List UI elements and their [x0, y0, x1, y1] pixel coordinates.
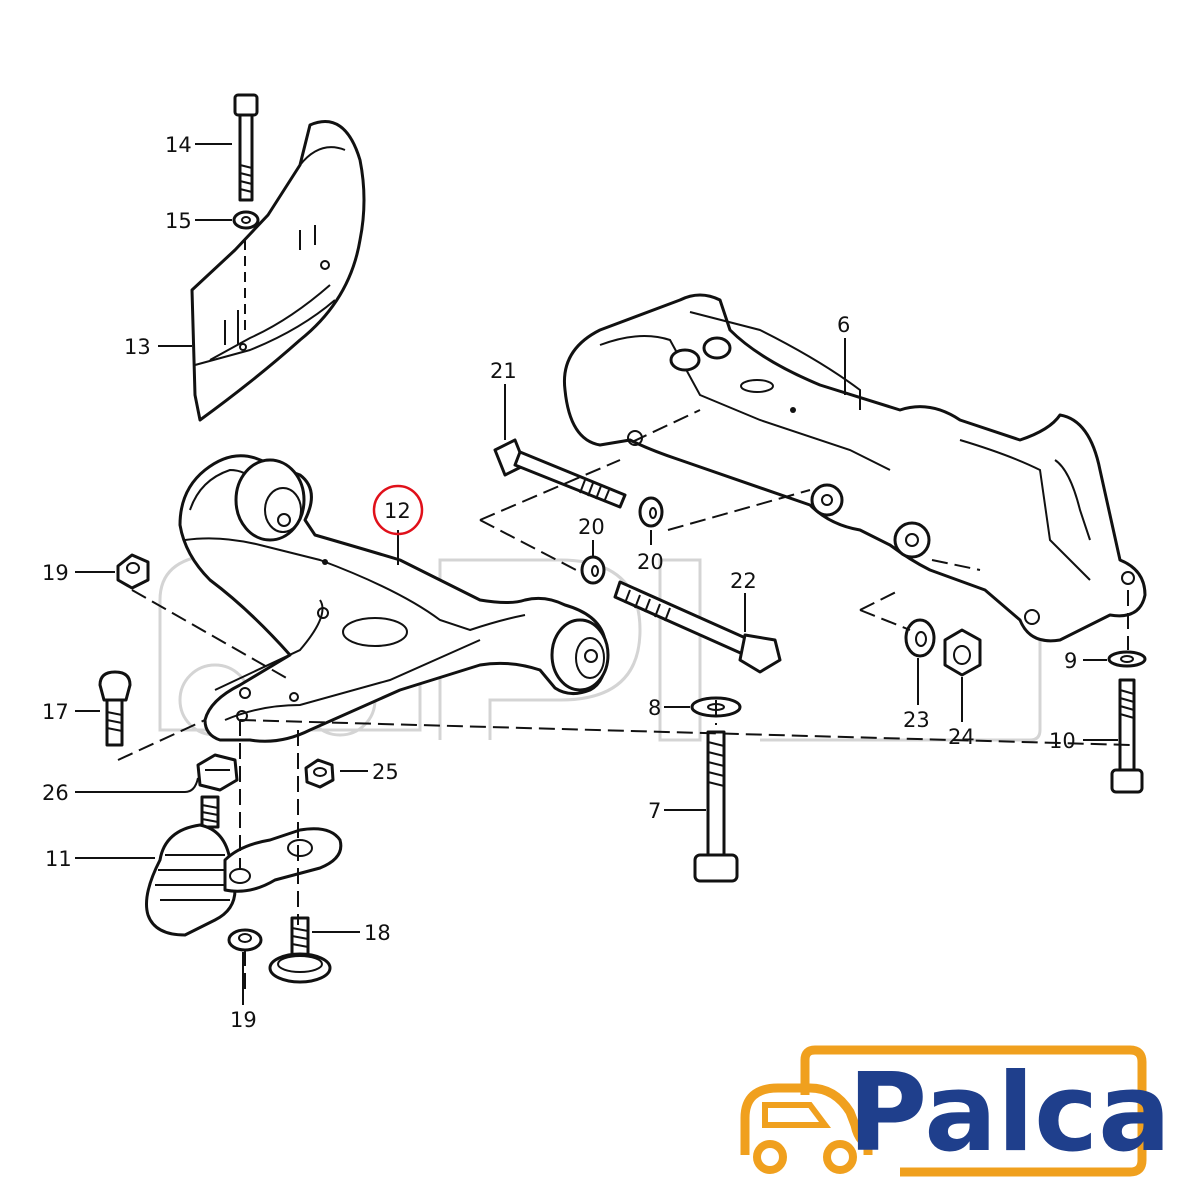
stud-17 — [98, 670, 132, 747]
highlight-circle — [372, 484, 424, 536]
assembly-lines — [117, 409, 1131, 990]
callout-20-right: 20 — [637, 550, 664, 574]
nut-19-bottom — [227, 928, 263, 952]
bolt-21 — [493, 438, 627, 509]
callout-14: 14 — [165, 133, 192, 157]
bolt-7 — [693, 730, 739, 883]
nut-26 — [196, 753, 239, 792]
truck-icon — [740, 1083, 873, 1174]
callout-7: 7 — [648, 799, 661, 823]
logo-text: Palca — [848, 1051, 1171, 1176]
callout-23: 23 — [903, 708, 930, 732]
callout-10: 10 — [1049, 729, 1076, 753]
callout-12: 12 — [384, 499, 411, 523]
nut-25 — [304, 758, 335, 789]
callout-17: 17 — [42, 700, 69, 724]
leader-lines — [75, 143, 1118, 1005]
washer-23 — [904, 618, 936, 658]
callout-22: 22 — [730, 569, 757, 593]
callout-6: 6 — [837, 313, 850, 337]
callout-19-bottom: 19 — [230, 1008, 257, 1032]
bolt-10 — [1110, 678, 1144, 794]
palca-logo: Palca — [740, 1045, 1171, 1177]
bolt-14 — [233, 93, 259, 202]
splash-shield — [190, 120, 366, 422]
nut-24 — [943, 628, 982, 677]
bolt-22 — [613, 580, 782, 674]
callout-20-left: 20 — [578, 515, 605, 539]
washers-20 — [580, 496, 664, 585]
callout-19-top: 19 — [42, 561, 69, 585]
control-arm — [178, 454, 610, 743]
callout-21: 21 — [490, 359, 517, 383]
callout-15: 15 — [165, 209, 192, 233]
callout-24: 24 — [948, 725, 975, 749]
callout-13: 13 — [124, 335, 151, 359]
subframe — [562, 293, 1147, 643]
callout-labels: 14 15 13 21 6 12 20 20 22 19 17 26 25 11… — [42, 133, 1077, 1032]
callout-9: 9 — [1064, 649, 1077, 673]
callout-18: 18 — [364, 921, 391, 945]
ball-joint-11 — [145, 795, 343, 937]
bolt-18 — [268, 916, 332, 984]
callout-26: 26 — [42, 781, 69, 805]
callout-25: 25 — [372, 760, 399, 784]
callout-11: 11 — [45, 847, 72, 871]
callout-8: 8 — [648, 696, 661, 720]
washer-15 — [232, 210, 260, 230]
nut-19-top — [116, 553, 150, 590]
washer-9 — [1107, 650, 1147, 668]
